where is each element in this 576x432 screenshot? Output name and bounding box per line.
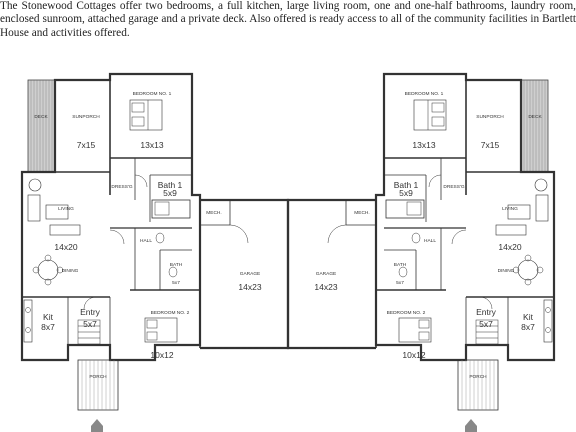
dining-label: DINING (498, 268, 515, 274)
deck-label: DECK (34, 114, 48, 120)
left-unit (20, 72, 290, 411)
half-bath-label: BATH (394, 262, 407, 268)
bedroom2-size: 10x12 (150, 350, 173, 360)
garage-size: 14x23 (238, 282, 261, 292)
porch-label: PORCH (469, 374, 487, 380)
sunporch-size: 7x15 (77, 140, 96, 150)
sunporch-size: 7x15 (481, 140, 500, 150)
dressing-label: DRESS'G (443, 184, 464, 190)
bath-label: Bath 1 (394, 180, 419, 190)
entry-arrow-icon (91, 419, 103, 432)
entry-arrow-icon (465, 419, 477, 432)
kitchen-label: Kit (43, 312, 54, 322)
bedroom2-label: BEDROOM NO. 2 (151, 310, 190, 316)
hall-label: HALL (424, 238, 436, 244)
kitchen-size: 8x7 (521, 322, 535, 332)
entry-size: 5x7 (479, 319, 493, 329)
living-size: 14x20 (54, 242, 77, 252)
porch-label: PORCH (89, 374, 107, 380)
dressing-label: DRESS'G (111, 184, 132, 190)
bedroom1-size: 13x13 (412, 140, 435, 150)
right-unit (286, 72, 556, 411)
kitchen-size: 8x7 (41, 322, 55, 332)
garage-size: 14x23 (314, 282, 337, 292)
bedroom1-label: BEDROOM NO. 1 (133, 91, 172, 97)
entry-size: 5x7 (83, 319, 97, 329)
duplex-floor-plan: DECK SUNPORCH 7x15 BEDROOM NO. 1 13x13 D… (20, 72, 556, 432)
mech-label: MECH. (206, 210, 221, 216)
bedroom2-label: BEDROOM NO. 2 (387, 310, 426, 316)
half-bath-size: 5x7 (396, 280, 404, 286)
garage-label: GARAGE (316, 271, 337, 277)
half-bath-size: 5x7 (172, 280, 180, 286)
hall-label: HALL (140, 238, 152, 244)
garage-label: GARAGE (240, 271, 261, 277)
living-label: LIVING (58, 206, 74, 212)
bedroom1-label: BEDROOM NO. 1 (405, 91, 444, 97)
living-size: 14x20 (498, 242, 521, 252)
bath-label: Bath 1 (158, 180, 183, 190)
entry-label: Entry (80, 307, 101, 317)
intro-paragraph: The Stonewood Cottages offer two bedroom… (0, 0, 576, 39)
dining-label: DINING (62, 268, 79, 274)
bath-size: 5x9 (399, 188, 413, 198)
bedroom1-size: 13x13 (140, 140, 163, 150)
bedroom2-size: 10x12 (402, 350, 425, 360)
sunporch-label: SUNPORCH (476, 114, 504, 120)
half-bath-label: BATH (170, 262, 183, 268)
deck-label: DECK (528, 114, 542, 120)
sunporch-label: SUNPORCH (72, 114, 100, 120)
living-label: LIVING (502, 206, 518, 212)
bath-size: 5x9 (163, 188, 177, 198)
mech-label: MECH. (354, 210, 369, 216)
kitchen-label: Kit (523, 312, 534, 322)
entry-label: Entry (476, 307, 497, 317)
